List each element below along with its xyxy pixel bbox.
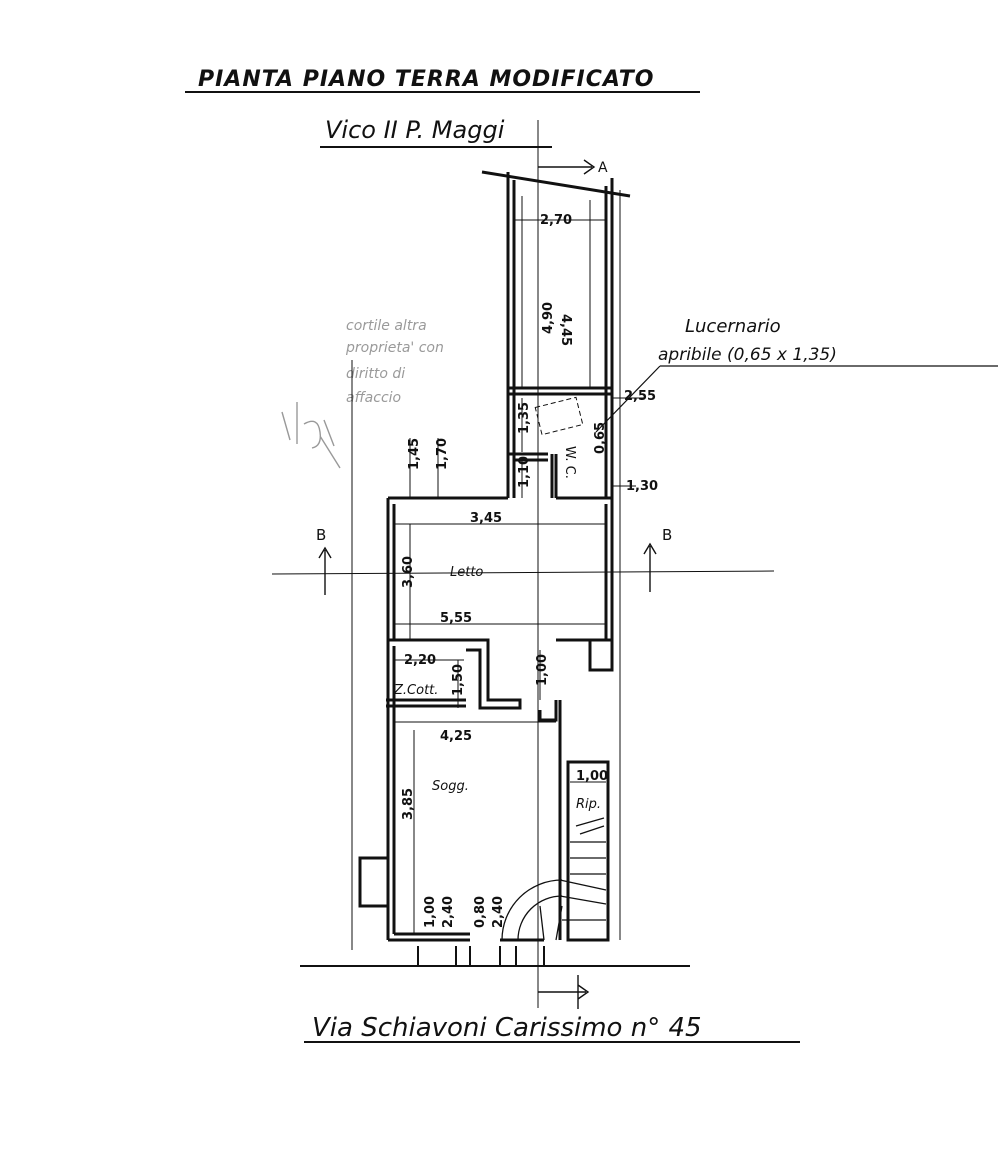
dim-3-45: 3,45 (470, 511, 502, 526)
skylight-leader (595, 365, 998, 433)
courtyard-note: cortile altra proprieta' con diritto di … (345, 318, 444, 406)
dimension-labels: 2,70 4,90 4,45 2,55 0,65 1,35 1,10 1,30 … (401, 213, 658, 928)
skylight (534, 396, 584, 436)
skylight-note-line2: apribile (0,65 x 1,35) (658, 345, 837, 365)
room-label-wc: W. C. (562, 446, 577, 479)
dim-1-50: 1,50 (451, 664, 466, 696)
section-line-b: B B (271, 526, 775, 595)
svg-text:B: B (662, 526, 672, 544)
dim-2-40-a: 2,40 (441, 896, 456, 928)
drawing-title: PIANTA PIANO TERRA MODIFICATO (198, 67, 654, 92)
dim-1-35: 1,35 (517, 402, 532, 434)
svg-text:diritto di: diritto di (346, 366, 405, 382)
dim-1-00-c: 1,00 (423, 896, 438, 928)
dim-4-45: 4,45 (558, 314, 573, 346)
dim-3-60: 3,60 (401, 556, 416, 588)
svg-text:cortile altra: cortile altra (346, 318, 427, 334)
dim-4-90: 4,90 (541, 302, 556, 334)
building-outline (358, 170, 631, 942)
dim-5-55: 5,55 (440, 611, 472, 626)
spiral-stair (501, 817, 607, 941)
street-bottom-lines (300, 946, 800, 1043)
dim-0-80: 0,80 (473, 896, 488, 928)
svg-text:B: B (316, 526, 326, 544)
dim-2-70: 2,70 (540, 213, 572, 228)
dim-1-10: 1,10 (517, 456, 532, 488)
signature-scribble (281, 402, 341, 469)
dim-2-40-b: 2,40 (491, 896, 506, 928)
dim-4-25: 4,25 (440, 729, 472, 744)
dim-1-00-a: 1,00 (535, 654, 550, 686)
dim-1-45: 1,45 (407, 438, 422, 470)
dim-1-30: 1,30 (626, 479, 658, 494)
dim-1-00-b: 1,00 (576, 769, 608, 784)
dim-1-70: 1,70 (435, 438, 450, 470)
svg-text:proprieta' con: proprieta' con (345, 340, 444, 356)
dim-3-85: 3,85 (401, 788, 416, 820)
dim-2-20: 2,20 (404, 653, 436, 668)
dim-2-55: 2,55 (624, 389, 656, 404)
room-label-bedroom: Letto (450, 565, 483, 580)
dimension-lines (394, 196, 644, 934)
street-top-label: Vico II P. Maggi (325, 116, 505, 144)
dim-0-65: 0,65 (593, 422, 608, 454)
street-bottom-label: Via Schiavoni Carissimo n° 45 (312, 1013, 702, 1043)
svg-text:A: A (598, 160, 608, 176)
section-line-a: A (537, 120, 608, 1009)
room-label-storage: Rip. (576, 797, 601, 812)
skylight-note-line1: Lucernario (685, 316, 781, 337)
svg-text:affaccio: affaccio (346, 390, 401, 406)
room-label-kitchenette: Z.Cott. (393, 683, 438, 698)
room-label-living: Sogg. (432, 779, 469, 794)
